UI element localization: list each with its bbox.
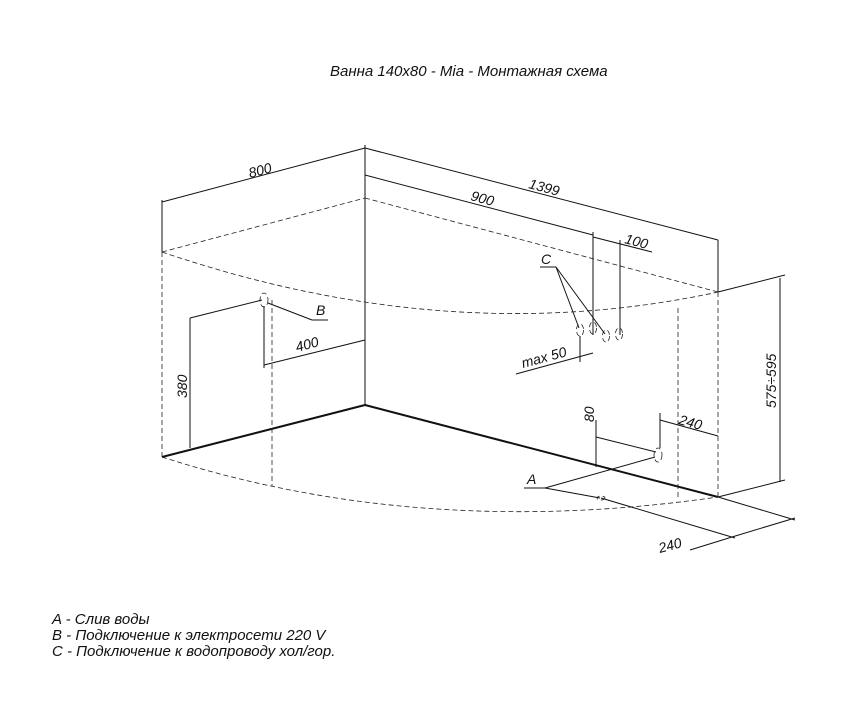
label-a: A <box>526 471 536 487</box>
water-inlet-icon <box>576 323 584 337</box>
dim-800-line <box>161 147 366 203</box>
extension-line <box>189 299 263 319</box>
dim-100-line <box>592 236 653 253</box>
rim-curve-dashed <box>161 251 719 314</box>
floor-right-line <box>364 404 719 498</box>
extension-line <box>595 436 657 453</box>
legend-item-c: C - Подключение к водопроводу хол/гор. <box>52 643 336 660</box>
leader-line <box>555 266 606 335</box>
drain-icon <box>596 495 606 501</box>
extension-line <box>600 497 736 539</box>
dim-240-bottom: 240 <box>656 534 684 556</box>
water-inlet-icon <box>589 321 597 335</box>
label-b: B <box>316 302 325 318</box>
extension-line <box>717 274 786 293</box>
rim-right-dashed <box>364 197 719 293</box>
drawing-title: Ванна 140x80 - Mia - Монтажная схема <box>330 63 608 80</box>
leader-line <box>544 456 656 489</box>
dim-240-bottom-line <box>731 517 796 538</box>
dim-100: 100 <box>623 230 650 252</box>
leader-line <box>689 536 733 551</box>
water-inlet-icon <box>602 329 610 343</box>
dim-900: 900 <box>469 187 496 209</box>
drain-icon <box>653 447 663 463</box>
legend-item-a: A - Слив воды <box>52 611 150 628</box>
rim-left-dashed <box>161 197 366 253</box>
dim-900-line <box>364 174 594 236</box>
dim-max50-line <box>515 352 594 375</box>
dim-height: 575÷595 <box>763 353 779 408</box>
floor-left-line <box>161 404 366 458</box>
dim-80: 80 <box>581 406 597 422</box>
legend: A - Слив воды B - Подключение к электрос… <box>52 612 335 660</box>
extension-line <box>717 496 796 521</box>
dim-1399: 1399 <box>527 175 561 199</box>
bottom-curve-dashed <box>161 456 719 513</box>
dim-400-line <box>263 339 366 366</box>
dim-240-right-line <box>659 419 719 437</box>
water-inlet-icon <box>615 327 623 341</box>
extension-line <box>717 479 786 498</box>
dim-400: 400 <box>294 333 321 355</box>
dim-1399-line <box>364 147 719 241</box>
legend-item-b: B - Подключение к электросети 220 V <box>52 627 326 644</box>
dim-240-right: 240 <box>676 411 704 433</box>
dim-380: 380 <box>174 374 190 398</box>
dim-800: 800 <box>247 159 274 181</box>
label-c: C <box>541 251 552 267</box>
leader-line <box>555 266 580 329</box>
leader-line <box>544 487 601 499</box>
leader-line <box>267 302 313 321</box>
